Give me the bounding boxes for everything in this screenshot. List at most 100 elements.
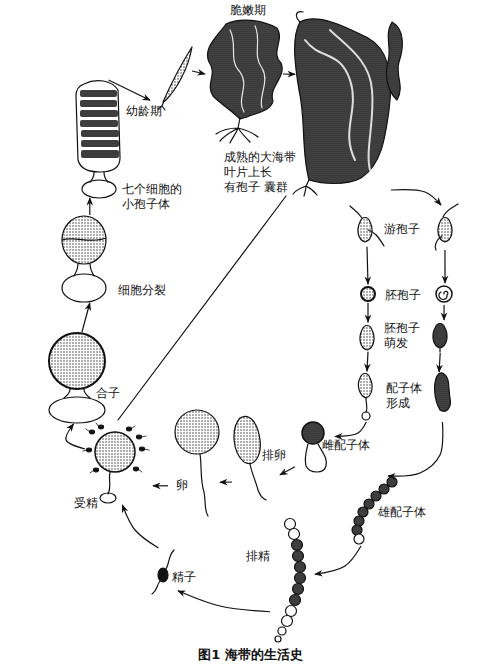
life-stage: 配子体 形成 — [345, 372, 457, 422]
seven-cell-sporophyte-part — [80, 110, 118, 117]
male-gametophyte-part — [379, 484, 389, 494]
life-stage: 卵 — [168, 403, 220, 518]
embryospores — [361, 286, 452, 302]
cycle-arrow — [280, 467, 295, 475]
young-kelp-frond-part — [207, 20, 282, 119]
stage-label: 雄配子体 — [378, 505, 426, 520]
stage-label: 配子体 形成 — [386, 381, 426, 411]
life-stage: 雌配子体 — [295, 420, 335, 475]
zoospores-part — [350, 206, 384, 246]
stage-label: 排精 — [246, 549, 270, 564]
seven-cell-sporophyte — [76, 81, 120, 198]
egg-release — [234, 416, 266, 500]
cycle-arrow — [192, 71, 205, 74]
cycle-arrow — [443, 305, 444, 320]
sperm-part — [158, 568, 168, 582]
young-kelp-frond-part — [216, 128, 258, 143]
stage-label: 精子 — [172, 570, 196, 585]
seven-cell-sporophyte-part — [81, 140, 119, 147]
seven-cell-sporophyte-part — [80, 120, 118, 127]
forming-gametophytes-part — [435, 373, 451, 411]
side-arrows-part — [367, 247, 368, 284]
seven-cell-sporophyte-part — [82, 180, 116, 198]
zoospores — [350, 204, 458, 250]
sperm-part — [152, 550, 174, 594]
life-stage: 排精 — [270, 518, 315, 643]
fertilization — [83, 423, 149, 503]
cycle-arrow — [283, 73, 295, 75]
sperm-release-part — [286, 606, 297, 617]
seven-cell-sporophyte-part — [81, 130, 119, 137]
cycle-arrow — [391, 190, 441, 205]
sperm-release-part — [290, 595, 301, 606]
life-stage: 排卵 — [232, 410, 280, 500]
life-stage: 幼龄期 — [150, 45, 192, 110]
egg — [175, 410, 219, 516]
phase-divider-part — [118, 196, 286, 420]
sperm-release-part — [275, 636, 281, 642]
forming-gametophytes — [358, 373, 450, 420]
embryospores-part — [439, 291, 448, 299]
life-stage: 胚孢子 — [350, 283, 460, 305]
seven-cell-sporophyte-part — [81, 150, 119, 158]
young-kelp-frond-part — [255, 26, 265, 108]
cycle-arrow — [122, 505, 158, 548]
mature-kelp-part — [330, 30, 373, 170]
young-kelp-frond-part — [238, 118, 240, 128]
cycle-arrow — [109, 80, 151, 100]
mature-kelp-part — [295, 19, 391, 184]
dividing-cell-part — [62, 274, 106, 302]
mature-kelp-part — [386, 22, 402, 100]
cycle-arrow — [66, 424, 85, 449]
cycle-arrow — [315, 546, 361, 574]
germinating-spores-part — [433, 324, 447, 349]
life-stage: 胚孢子 萌发 — [350, 320, 460, 353]
sperm-release-part — [293, 551, 304, 562]
life-stage: 成熟的大海带 叶片上长 有孢子 囊群 — [295, 12, 408, 190]
male-gametophyte-part — [352, 525, 362, 535]
sperm-release-part — [278, 627, 286, 635]
fertilization-part — [100, 493, 116, 503]
embryospores-part — [436, 286, 452, 302]
sperm — [152, 550, 174, 594]
sperm-release-part — [289, 529, 300, 540]
male-gametophyte-part — [387, 477, 397, 487]
fertilization-part — [83, 423, 149, 473]
fertilization-part — [95, 432, 135, 472]
juvenile-blade-part — [163, 47, 192, 102]
cycle-arrow — [153, 485, 168, 486]
egg-release-part — [250, 464, 266, 500]
cycle-arrow — [444, 250, 445, 283]
life-stage: 游孢子 — [345, 205, 465, 250]
female-gametophyte-part — [302, 422, 324, 444]
sperm-release-part — [293, 584, 304, 595]
stage-label: 合子 — [96, 386, 120, 401]
forming-gametophytes-part — [362, 412, 370, 420]
stage-label: 幼龄期 — [126, 104, 162, 119]
male-gametophyte-part — [371, 491, 381, 501]
zoospores-part — [358, 218, 372, 243]
side-arrows-part — [367, 352, 368, 371]
egg-release-part — [234, 416, 260, 463]
stage-label: 胚孢子 — [385, 288, 421, 303]
forming-gametophytes-part — [358, 374, 372, 399]
seven-cell-sporophyte-part — [80, 100, 117, 107]
juvenile-blade — [158, 47, 192, 110]
young-kelp-frond-part — [230, 30, 244, 112]
cycle-arrow — [439, 353, 440, 372]
sperm-release-part — [282, 616, 293, 627]
stage-label: 脆嫩期 — [230, 3, 266, 18]
sperm-release-part — [295, 562, 306, 573]
mature-kelp-part — [293, 180, 317, 196]
life-stage: 细胞分裂 — [55, 215, 115, 303]
mature-kelp-part — [296, 12, 303, 22]
stage-label: 卵 — [176, 478, 188, 493]
life-stage: 脆嫩期 — [205, 20, 283, 140]
side-arrows — [367, 247, 368, 371]
figure-caption: 图1 海带的生活史 — [0, 646, 501, 664]
stage-label: 受精 — [74, 496, 98, 511]
seven-cell-sporophyte-part — [80, 90, 117, 97]
